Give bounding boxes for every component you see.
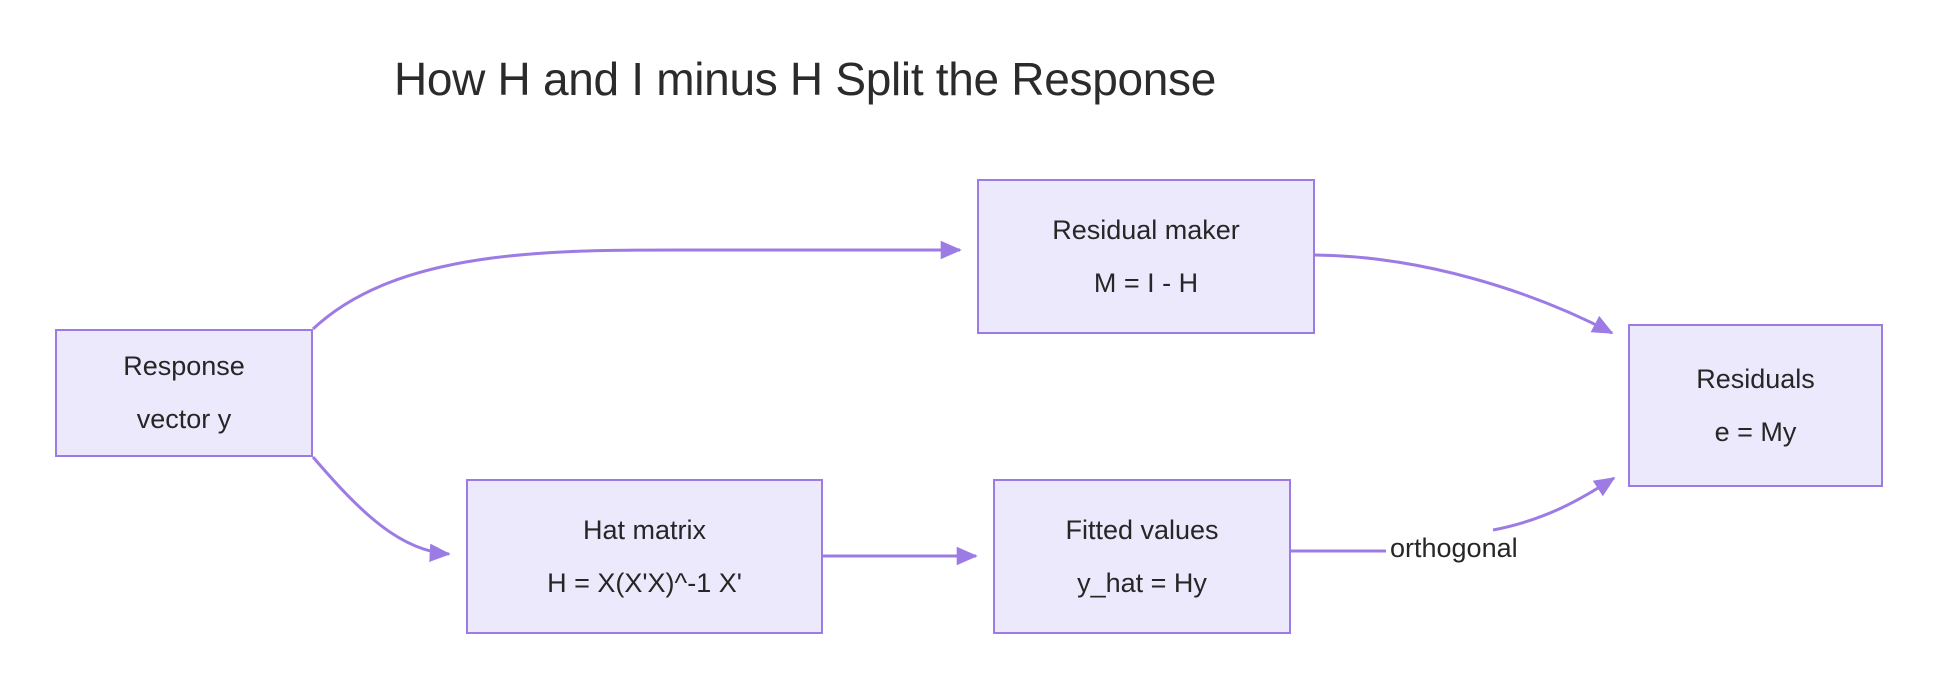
edge-label-orthogonal: orthogonal [1390, 533, 1518, 563]
node-response-line2: vector y [136, 404, 232, 434]
node-residual-maker-line2: M = I - H [1093, 267, 1199, 298]
edge-response-to-hat-matrix [311, 456, 451, 563]
node-residuals-line1: Residuals [1696, 363, 1815, 394]
node-response-line1: Response [123, 351, 245, 381]
edge-residual-maker-to-residuals [1314, 253, 1614, 335]
node-hat-matrix-line2: H = X(X'X)^-1 X' [547, 567, 742, 598]
edge-label-to-residuals [1492, 476, 1616, 532]
node-residual-maker-line1: Residual maker [1052, 214, 1240, 245]
node-hat-matrix-line1: Hat matrix [582, 514, 707, 545]
node-residuals[interactable]: Residuals e = My [1628, 324, 1883, 487]
node-fitted-values-line1: Fitted values [1065, 514, 1219, 545]
node-hat-matrix[interactable]: Hat matrix H = X(X'X)^-1 X' [466, 479, 823, 634]
node-residual-maker[interactable]: Residual maker M = I - H [977, 179, 1315, 334]
page-title: How H and I minus H Split the Response [0, 52, 1942, 106]
edge-response-to-residual-maker [311, 240, 962, 331]
node-residuals-line2: e = My [1714, 416, 1797, 447]
node-fitted-values[interactable]: Fitted values y_hat = Hy [993, 479, 1291, 634]
page-title-text: How H and I minus H Split the Response [393, 53, 1217, 105]
node-fitted-values-line2: y_hat = Hy [1077, 567, 1207, 598]
node-response-vector[interactable]: Response vector y [55, 329, 313, 457]
